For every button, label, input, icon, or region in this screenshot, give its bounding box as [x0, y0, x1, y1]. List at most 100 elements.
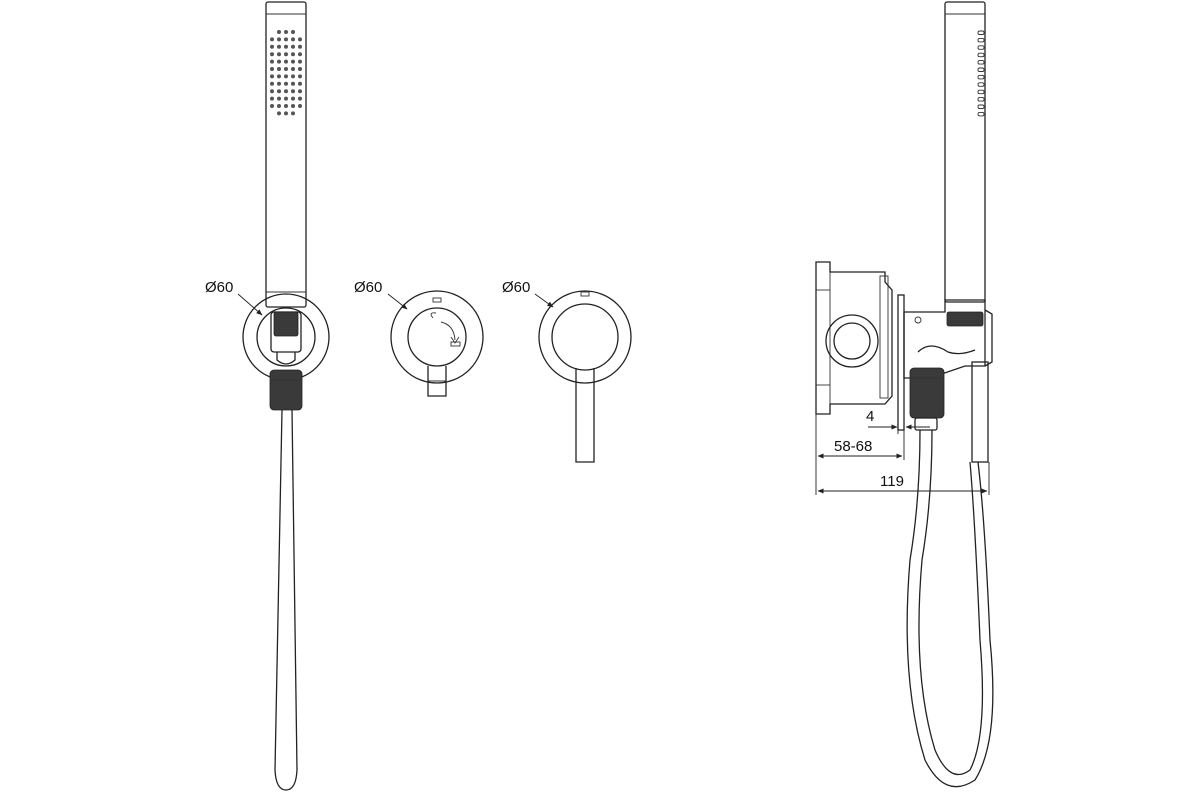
hand-shower-symbol-icon [450, 341, 461, 347]
mixer-lever [575, 368, 595, 463]
dim-label-plate: 4 [866, 408, 874, 425]
hose-knurled-nut [269, 369, 303, 411]
nozzle-dot [284, 52, 288, 57]
nozzle-dot [277, 96, 281, 101]
diameter-label-mixer: Ø60 [502, 279, 530, 296]
nozzle-dot [277, 81, 281, 86]
nozzle-dot [277, 52, 281, 57]
side-hose-inner [918, 429, 984, 776]
nozzle-dot [284, 59, 288, 64]
nozzle-dot [284, 30, 288, 34]
nozzle-dot [298, 59, 302, 64]
nozzle-dot [277, 37, 281, 42]
side-nozzle [977, 60, 985, 65]
side-hose-knurled-nut [909, 367, 945, 419]
side-spray-nozzles [977, 30, 985, 117]
nozzle-dot [284, 96, 288, 101]
nozzle-dot [298, 104, 302, 108]
nozzle-dot [270, 44, 274, 49]
rotate-arrow-icon [440, 321, 456, 341]
valve-port-inner [833, 322, 871, 360]
nozzle-dot [298, 37, 302, 42]
diameter-label-hand-shower: Ø60 [205, 279, 233, 296]
mixer-front-view: Ø60 [502, 279, 632, 463]
nozzle-dot [277, 59, 281, 64]
diameter-label-diverter: Ø60 [354, 279, 382, 296]
side-hand-shower-handle [944, 1, 986, 303]
nozzle-dot [291, 37, 295, 42]
side-nozzle [977, 111, 985, 117]
nozzle-dot [291, 111, 295, 116]
side-nozzle [977, 45, 985, 50]
nozzle-dot [291, 52, 295, 57]
nozzle-dot [298, 52, 302, 57]
nozzle-dot [291, 89, 295, 94]
nozzle-dot [291, 104, 295, 108]
nozzle-dot [291, 67, 295, 71]
nozzle-dot [277, 30, 281, 34]
nozzle-dot [284, 37, 288, 42]
nozzle-dot [277, 44, 281, 49]
wall-outlet-inner-ring [256, 307, 316, 367]
nozzle-dot [291, 81, 295, 86]
nozzle-dot [270, 89, 274, 94]
diverter-plate [390, 290, 484, 384]
nozzle-dot [298, 89, 302, 94]
side-nozzle [977, 74, 985, 80]
nozzle-dot [298, 67, 302, 71]
nozzle-dot [270, 74, 274, 79]
diverter-front-view: Ø60 [354, 279, 484, 397]
side-view: 4 58-68 119 [815, 1, 994, 788]
nozzle-dot [277, 89, 281, 94]
nozzle-dot [284, 67, 288, 71]
nozzle-dot [291, 30, 295, 34]
side-nozzle [977, 104, 985, 109]
nozzle-dot [298, 96, 302, 101]
side-nozzle [977, 97, 985, 102]
nozzle-dot [270, 104, 274, 108]
concealed-valve-body [815, 261, 893, 415]
nozzle-dot [291, 96, 295, 101]
mixer-plate [538, 290, 632, 384]
knurled-connector [273, 311, 299, 337]
nozzle-dot [291, 74, 295, 79]
side-nozzle [977, 67, 985, 72]
nozzle-dot [270, 59, 274, 64]
side-wall-plate [897, 294, 905, 431]
nozzle-dot [277, 111, 281, 116]
nozzle-dot [284, 104, 288, 108]
side-nozzle [977, 37, 985, 43]
nozzle-dot [270, 96, 274, 101]
nozzle-dot [270, 81, 274, 86]
dim-label-depth: 58-68 [834, 438, 872, 455]
spray-nozzle-grid [270, 30, 302, 116]
dimension-lines: 4 58-68 119 [815, 408, 990, 495]
nozzle-dot [270, 67, 274, 71]
nozzle-dot [284, 44, 288, 49]
nozzle-dot [277, 104, 281, 108]
shower-symbol-icon [430, 312, 437, 319]
side-nozzle [977, 82, 985, 87]
side-nozzle [977, 89, 985, 95]
dim-label-total: 119 [880, 473, 904, 490]
nozzle-dot [277, 67, 281, 71]
nozzle-dot [277, 74, 281, 79]
nozzle-dot [298, 44, 302, 49]
side-nozzle [977, 30, 985, 35]
hand-shower-handle [265, 1, 307, 308]
shower-hose [274, 409, 298, 791]
nozzle-dot [270, 52, 274, 57]
nozzle-dot [270, 37, 274, 42]
nozzle-dot [298, 81, 302, 86]
side-knurled-holder [946, 311, 984, 327]
nozzle-dot [298, 74, 302, 79]
nozzle-dot [284, 111, 288, 116]
hand-shower-front-view: Ø60 [205, 1, 330, 791]
valve-port-outer [825, 314, 879, 368]
nozzle-dot [291, 59, 295, 64]
nozzle-dot [291, 44, 295, 49]
side-outlet-elbow [971, 361, 989, 463]
nozzle-dot [284, 89, 288, 94]
nozzle-dot [284, 81, 288, 86]
